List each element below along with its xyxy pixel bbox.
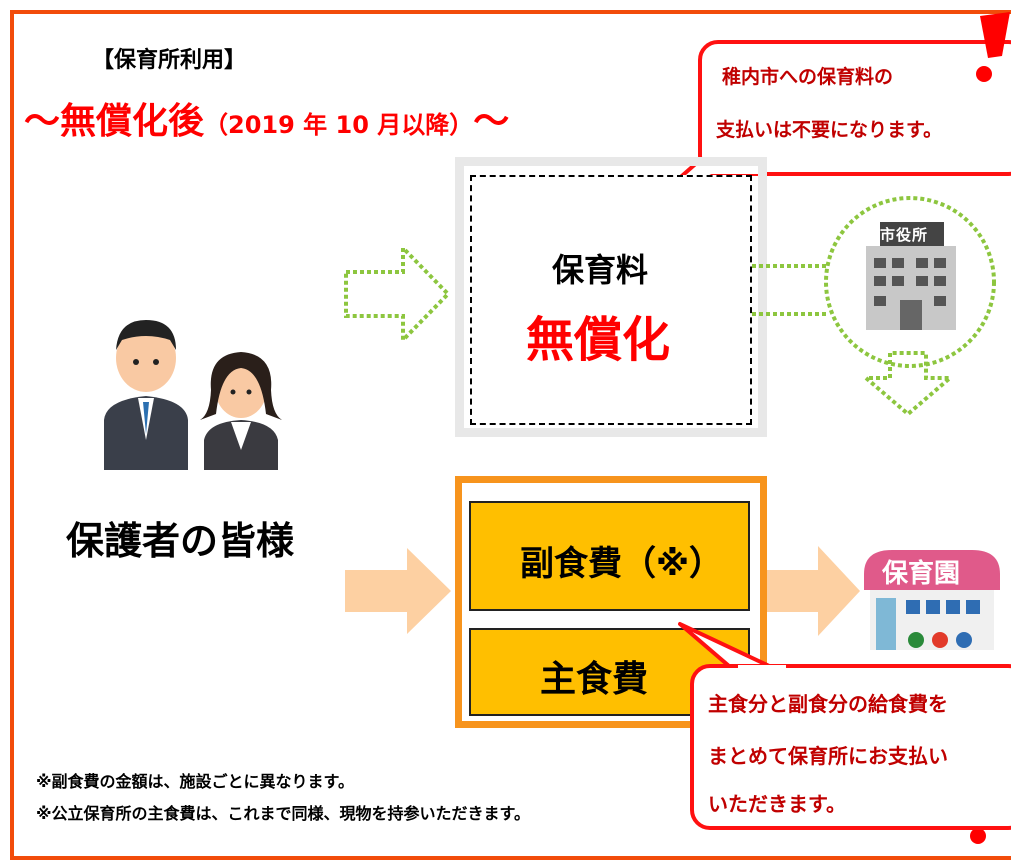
dotted-arrow-right-icon (344, 244, 451, 344)
title-main: 〜無償化後 (24, 101, 205, 142)
page-title: 〜無償化後（2019 年 10 月以降）〜 (24, 92, 509, 144)
side-dish-cost-box (469, 501, 750, 611)
footnote-1: ※副食費の金額は、施設ごとに異なります。 (36, 772, 354, 791)
bottom-callout (690, 664, 1011, 830)
bottom-callout-line3: いただきます。 (708, 792, 846, 816)
dotted-connector-icon (752, 264, 828, 316)
side-dish-cost-label: 副食費（※） (520, 544, 724, 584)
top-callout-line1: 稚内市への保育料の (722, 66, 894, 88)
meal-cost-frame (455, 476, 767, 728)
fee-box-outer (455, 157, 767, 437)
title-tail: 〜 (473, 101, 510, 142)
city-hall-sign: 市役所 (880, 226, 929, 244)
footnote-2: ※公立保育所の主食費は、これまで同様、現物を持参いただきます。 (36, 804, 530, 823)
city-hall-icon (824, 196, 996, 368)
exclamation-icon (976, 12, 1010, 82)
bottom-callout-tail-cover (738, 665, 786, 674)
section-label: 【保育所利用】 (92, 48, 247, 73)
fee-status: 無償化 (526, 312, 671, 368)
parents-icon (104, 320, 282, 470)
top-callout (698, 40, 1011, 176)
arrow-right-icon-2 (762, 546, 860, 636)
nursery-icon (864, 550, 1000, 650)
fee-box (470, 175, 752, 425)
title-period: （2019 年 10 月以降） (204, 111, 474, 139)
guardian-label: 保護者の皆様 (66, 519, 295, 563)
top-callout-line2: 支払いは不要になります。 (716, 119, 943, 141)
top-callout-tail-cover (700, 165, 760, 174)
staple-cost-label: 主食費 (540, 659, 649, 700)
bottom-callout-line2: まとめて保育所にお支払い (708, 744, 948, 768)
fee-label: 保育料 (552, 251, 649, 289)
bottom-callout-line1: 主食分と副食分の給食費を (708, 692, 948, 716)
nursery-sign: 保育園 (882, 559, 961, 589)
dotted-arrow-down-icon (862, 351, 954, 417)
arrow-right-icon (345, 548, 451, 634)
